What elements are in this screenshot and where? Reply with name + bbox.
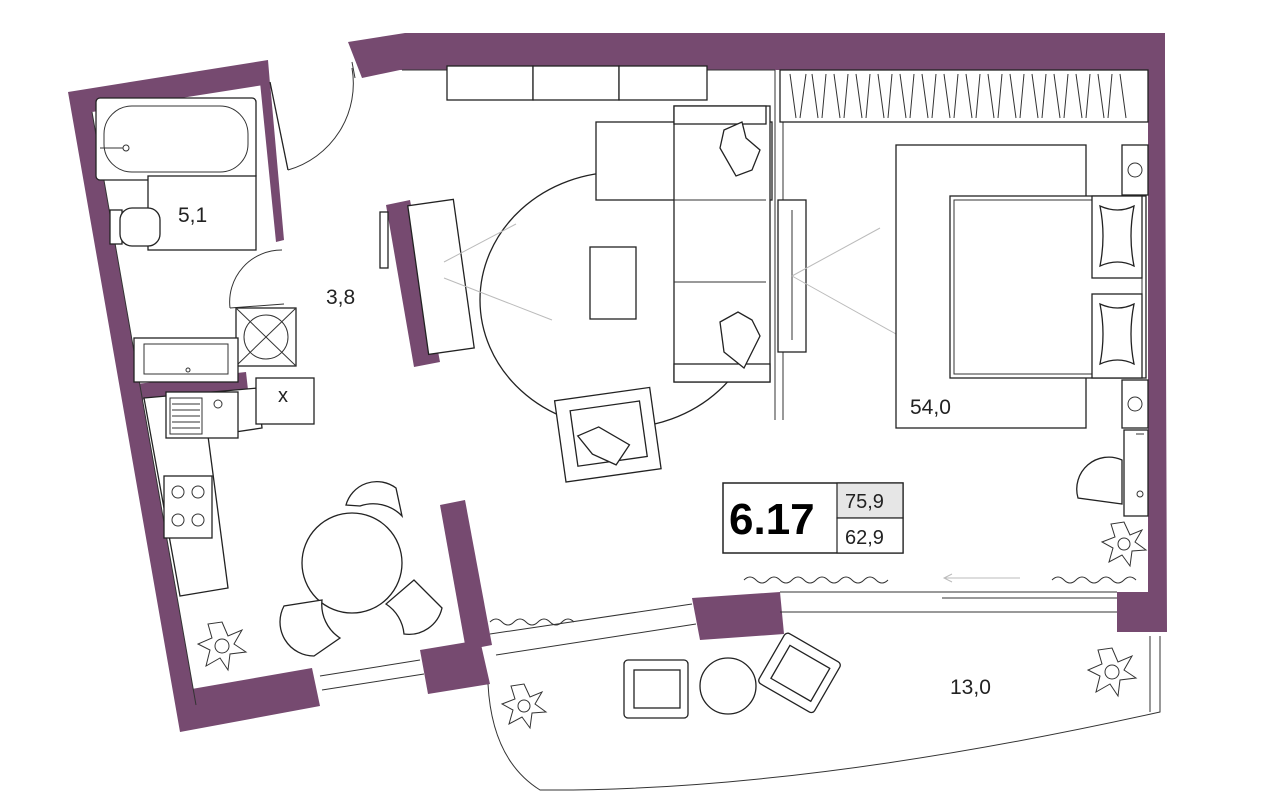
apartment-number: 6.17: [729, 495, 815, 544]
bed-area: [895, 144, 1149, 517]
dining-table: [301, 512, 403, 614]
entrance-door: [269, 61, 356, 171]
curtains: [489, 573, 1137, 626]
tv-console: [407, 198, 475, 356]
apartment-badge: 6.17 75,9 62,9: [722, 482, 904, 554]
bathroom: [95, 97, 297, 383]
plant-icon: [1086, 647, 1138, 698]
bathroom-door: [229, 249, 285, 309]
column-wall: [440, 500, 492, 650]
plant-icon: [500, 683, 548, 730]
tv-screen: [379, 211, 389, 269]
fridge: [255, 377, 315, 425]
bathroom-partition: [260, 82, 284, 242]
terrace-area-label: 13,0: [950, 676, 991, 699]
kitchen: x: [143, 377, 443, 657]
corner-sofa: [595, 105, 773, 383]
living-area: 62,9: [845, 527, 884, 549]
dining-set: [279, 481, 443, 657]
bath-mat: [147, 175, 257, 251]
shelf-1: [446, 65, 534, 101]
svg-text:x: x: [278, 385, 288, 407]
vanity-chair: [1076, 456, 1123, 505]
hallway-area-label: 3,8: [326, 286, 355, 309]
terrace-chair: [623, 659, 689, 719]
living-area-box: [836, 517, 904, 554]
bottom-right-wall: [692, 592, 784, 640]
terrace-table: [699, 657, 757, 715]
plant-icon: [1100, 521, 1148, 568]
living-room-area-label: 54,0: [910, 396, 951, 419]
living-room: [379, 65, 1149, 517]
plant-icon: [196, 621, 248, 672]
nightstand-1: [1121, 144, 1149, 196]
terrace: [487, 632, 1161, 791]
nightstand-2: [1121, 379, 1149, 429]
bottom-left-wall: [180, 668, 320, 732]
terrace-chair: [758, 632, 841, 714]
shelf-3: [618, 65, 708, 101]
dresser: [1123, 429, 1149, 517]
left-wall: [68, 60, 270, 732]
wardrobe: [779, 69, 1149, 123]
coffee-table: [589, 246, 637, 320]
right-wall: [1117, 70, 1167, 632]
plants: [196, 521, 1148, 730]
bathtub: [95, 97, 257, 181]
area-labels: 5,1 3,8 54,0 13,0: [178, 204, 991, 699]
bathroom-area-label: 5,1: [178, 204, 207, 227]
stove: [163, 475, 213, 539]
shelf-2: [532, 65, 620, 101]
bottom-mid-wall: [420, 640, 490, 694]
total-area: 75,9: [845, 491, 884, 513]
armchair: [553, 386, 662, 483]
sink: [133, 337, 239, 383]
